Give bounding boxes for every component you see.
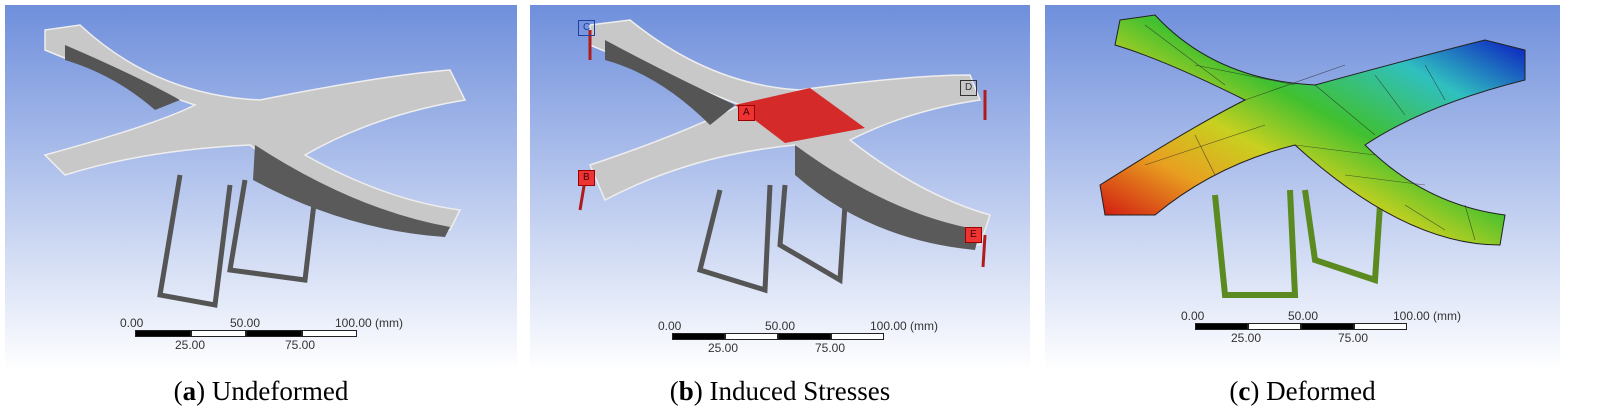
scale-label-25: 25.00 bbox=[1231, 331, 1262, 345]
load-tag-c: C bbox=[578, 20, 596, 36]
deformed-model bbox=[1045, 5, 1560, 371]
scale-label-50: 50.00 bbox=[1288, 309, 1319, 323]
scale-label-25: 25.00 bbox=[708, 341, 739, 355]
panel-undeformed: 0.00 50.00 100.00 (mm) 25.00 75.00 bbox=[5, 5, 517, 371]
scale-label-75: 75.00 bbox=[1338, 331, 1369, 345]
load-tag-e: E bbox=[965, 227, 982, 243]
scale-label-0: 0.00 bbox=[658, 319, 682, 333]
panel-induced-stresses: C A B D E 0.00 50.00 100.00 (mm) 25.00 7… bbox=[530, 5, 1030, 371]
caption-b: (b) Induced Stresses bbox=[669, 376, 891, 406]
scale-label-100: 100.00 (mm) bbox=[870, 319, 939, 333]
scale-label-50: 50.00 bbox=[765, 319, 796, 333]
scale-label-0: 0.00 bbox=[1181, 309, 1205, 323]
undeformed-model bbox=[5, 5, 517, 371]
caption-c: (c) Deformed bbox=[1229, 376, 1376, 406]
scale-label-25: 25.00 bbox=[175, 338, 206, 352]
scale-label-100: 100.00 (mm) bbox=[335, 316, 404, 330]
panel-deformed: 0.00 50.00 100.00 (mm) 25.00 75.00 bbox=[1045, 5, 1560, 371]
load-tag-b: B bbox=[578, 170, 595, 186]
scale-label-0: 0.00 bbox=[120, 316, 144, 330]
load-tag-d: D bbox=[960, 80, 978, 96]
scale-label-75: 75.00 bbox=[285, 338, 316, 352]
stressed-model bbox=[530, 5, 1030, 371]
scale-label-100: 100.00 (mm) bbox=[1393, 309, 1462, 323]
scale-label-75: 75.00 bbox=[815, 341, 846, 355]
load-tag-a: A bbox=[738, 105, 755, 121]
caption-a: (a) Undeformed bbox=[173, 376, 349, 406]
scale-label-50: 50.00 bbox=[230, 316, 261, 330]
